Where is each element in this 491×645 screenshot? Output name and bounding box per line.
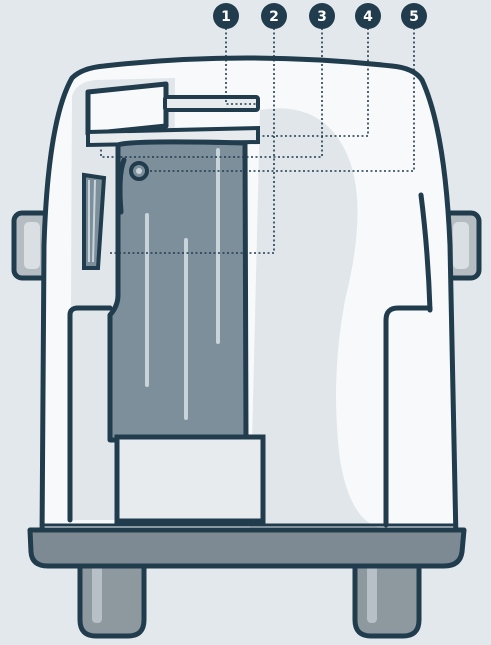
rear-bumper bbox=[30, 530, 464, 566]
marker-4[interactable]: 4 bbox=[355, 3, 381, 29]
marker-1[interactable]: 1 bbox=[213, 3, 239, 29]
right-wheel bbox=[355, 560, 419, 636]
marker-number: 2 bbox=[269, 9, 279, 25]
left-wheel bbox=[80, 560, 144, 636]
marker-number: 1 bbox=[221, 9, 231, 25]
bottom-box bbox=[117, 437, 263, 521]
marker-number: 3 bbox=[317, 9, 327, 25]
marker-number: 5 bbox=[409, 9, 419, 25]
valve bbox=[131, 163, 147, 179]
marker-3[interactable]: 3 bbox=[309, 3, 335, 29]
marker-number: 4 bbox=[363, 9, 373, 25]
marker-5[interactable]: 5 bbox=[401, 3, 427, 29]
upper-cabinet bbox=[88, 84, 166, 134]
marker-2[interactable]: 2 bbox=[261, 3, 287, 29]
tank bbox=[110, 142, 246, 440]
sliding-rail bbox=[165, 97, 258, 110]
